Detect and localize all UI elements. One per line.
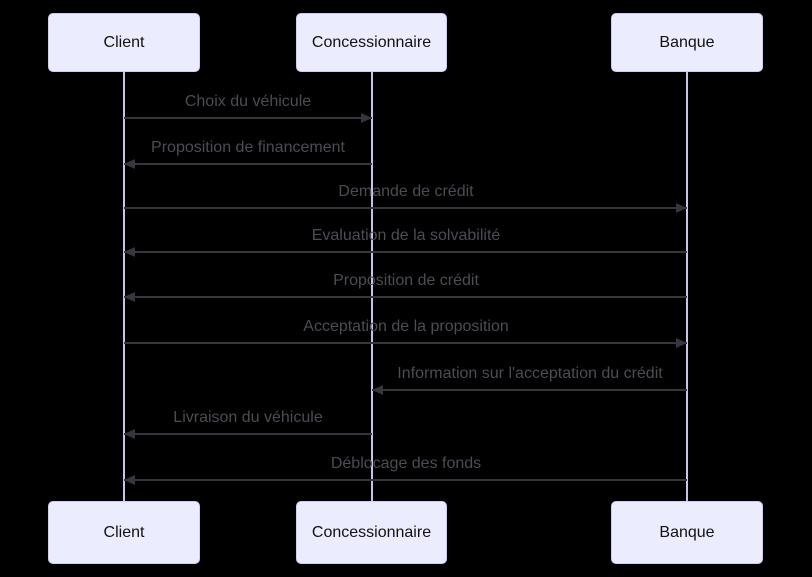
message-label: Demande de crédit [338, 183, 474, 200]
message-line [124, 296, 687, 298]
arrowhead-icon [124, 429, 135, 439]
message-label: Information sur l'acceptation du crédit [397, 365, 663, 382]
message-label: Proposition de financement [151, 139, 345, 156]
arrowhead-icon [124, 159, 135, 169]
arrowhead-icon [676, 203, 687, 213]
arrowhead-icon [124, 247, 135, 257]
message-label: Livraison du véhicule [173, 409, 323, 426]
actor-box-client-bottom: Client [48, 501, 200, 564]
message-label: Proposition de crédit [333, 272, 479, 289]
arrowhead-icon [676, 338, 687, 348]
message-line [124, 207, 687, 209]
message-label: Déblocage des fonds [330, 455, 482, 472]
actor-label-client: Client [103, 523, 145, 541]
message-label: Acceptation de la proposition [303, 318, 509, 335]
actor-label-concessionnaire: Concessionnaire [311, 523, 432, 541]
arrowhead-icon [124, 475, 135, 485]
lifeline-banque [686, 72, 688, 501]
lifeline-client [123, 72, 125, 501]
actor-label-client: Client [103, 33, 145, 51]
actor-label-concessionnaire: Concessionnaire [311, 33, 432, 51]
message-line [124, 433, 372, 435]
arrowhead-icon [361, 113, 372, 123]
message-label: Choix du véhicule [184, 93, 312, 110]
message-line [124, 342, 687, 344]
actor-box-banque-bottom: Banque [611, 501, 763, 564]
actor-box-concessionnaire-top: Concessionnaire [296, 13, 447, 72]
lifeline-concessionnaire [371, 72, 373, 501]
message-line [124, 251, 687, 253]
message-line [372, 389, 687, 391]
actor-box-banque-top: Banque [611, 13, 763, 72]
actor-box-client-top: Client [48, 13, 200, 72]
arrowhead-icon [124, 292, 135, 302]
actor-box-concessionnaire-bottom: Concessionnaire [296, 501, 447, 564]
actor-label-banque: Banque [659, 33, 715, 51]
message-line [124, 479, 687, 481]
actor-label-banque: Banque [659, 523, 715, 541]
arrowhead-icon [372, 385, 383, 395]
message-line [124, 163, 372, 165]
message-line [124, 117, 372, 119]
message-label: Evaluation de la solvabilité [311, 227, 501, 244]
